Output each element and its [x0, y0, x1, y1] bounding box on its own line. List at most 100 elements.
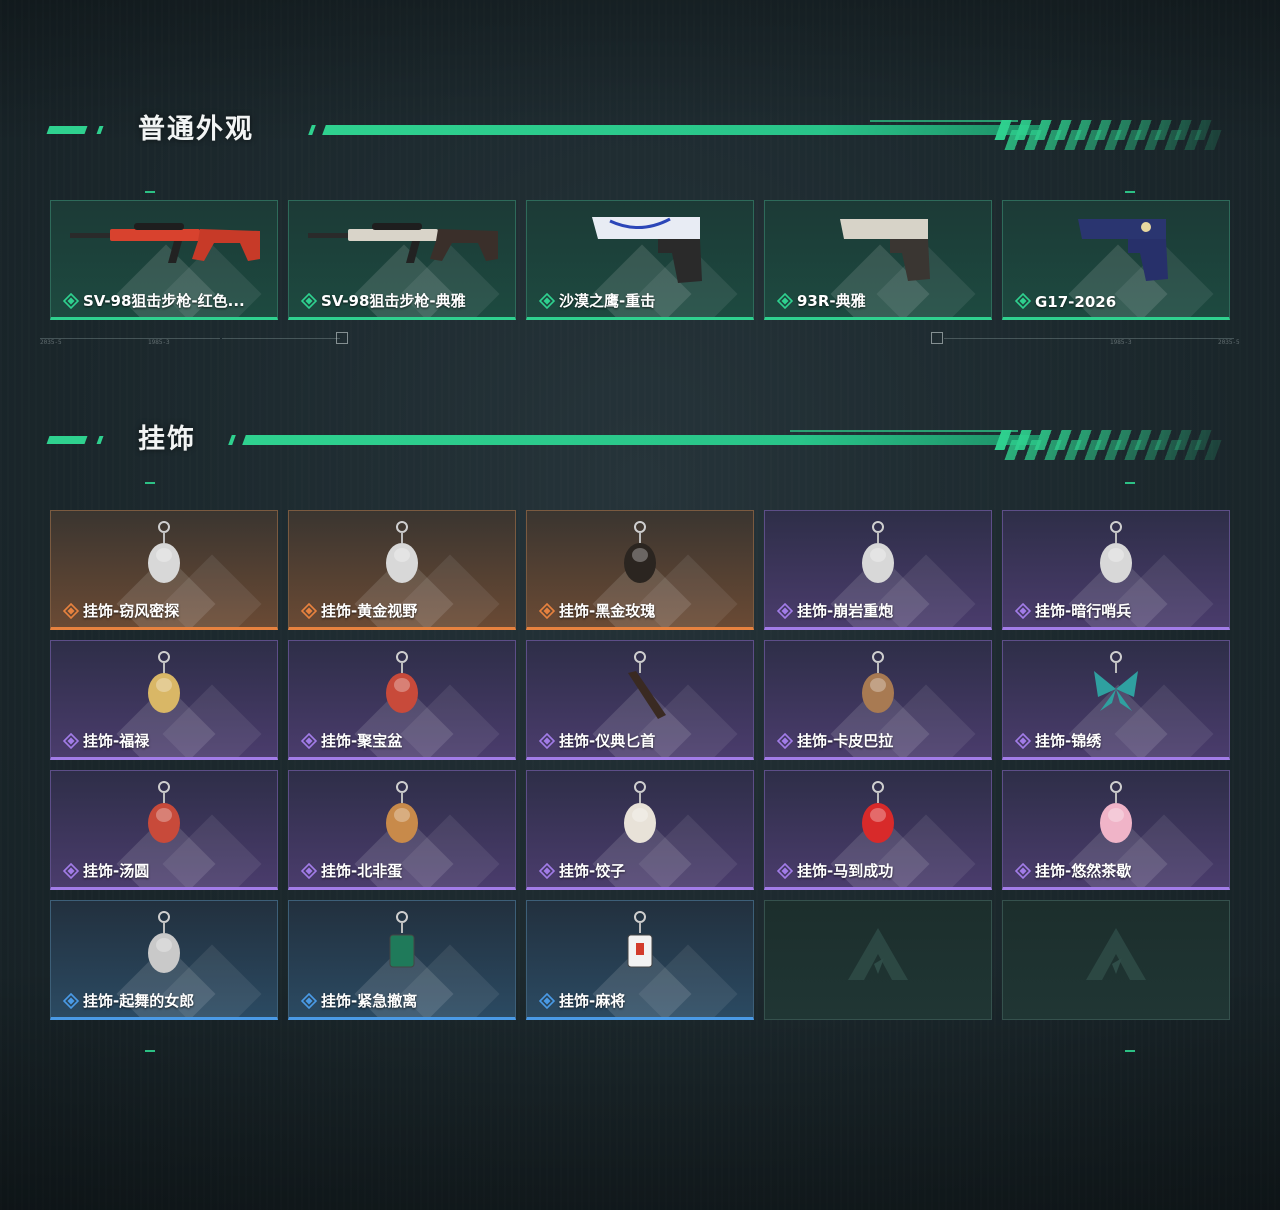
- item-card[interactable]: 挂饰-饺子: [526, 770, 754, 890]
- rarity-diamond-icon: [776, 602, 794, 620]
- item-card[interactable]: 挂饰-汤圆: [50, 770, 278, 890]
- hud-line: [40, 338, 220, 339]
- charm-gourd-icon: [64, 649, 264, 733]
- corner-mark: [145, 1050, 155, 1052]
- hud-square: [931, 332, 943, 344]
- item-name: 挂饰-聚宝盆: [321, 732, 403, 750]
- item-card[interactable]: 挂饰-聚宝盆: [288, 640, 516, 760]
- corner-mark: [1125, 1050, 1135, 1052]
- hud-text: 1985-3: [1110, 339, 1132, 346]
- item-card[interactable]: 挂饰-马到成功: [764, 770, 992, 890]
- item-card[interactable]: 挂饰-窃风密探: [50, 510, 278, 630]
- charm-figure-icon: [778, 519, 978, 603]
- item-card[interactable]: G17-2026: [1002, 200, 1230, 320]
- rarity-diamond-icon: [300, 862, 318, 880]
- header-decor-tick: [228, 435, 236, 445]
- item-name: 93R-典雅: [797, 292, 866, 310]
- item-name: 挂饰-福禄: [83, 732, 150, 750]
- item-name: 挂饰-马到成功: [797, 862, 894, 880]
- corner-mark: [145, 191, 155, 193]
- charm-capybara-icon: [778, 649, 978, 733]
- item-name: SV-98狙击步枪-红色...: [83, 292, 245, 310]
- rarity-diamond-icon: [300, 292, 318, 310]
- item-card[interactable]: 挂饰-卡皮巴拉: [764, 640, 992, 760]
- item-card[interactable]: 93R-典雅: [764, 200, 992, 320]
- header-decor-tick: [308, 125, 316, 135]
- hud-text: 2035-5: [1218, 339, 1240, 346]
- rarity-diamond-icon: [538, 602, 556, 620]
- item-card[interactable]: 挂饰-崩岩重炮: [764, 510, 992, 630]
- item-name: 挂饰-仪典匕首: [559, 732, 656, 750]
- charm-butterfly-icon: [1016, 649, 1216, 733]
- rarity-diamond-icon: [62, 292, 80, 310]
- charm-mahjong-icon: [540, 909, 740, 993]
- item-name: 挂饰-汤圆: [83, 862, 150, 880]
- hud-line: [944, 338, 1234, 339]
- section-title: 挂饰: [138, 424, 196, 455]
- rarity-diamond-icon: [1014, 732, 1032, 750]
- item-card[interactable]: 挂饰-暗行哨兵: [1002, 510, 1230, 630]
- charm-figure-icon: [302, 519, 502, 603]
- charm-bowl-icon: [302, 649, 502, 733]
- header-decor-line: [308, 120, 1222, 150]
- item-name: 挂饰-锦绣: [1035, 732, 1102, 750]
- rarity-diamond-icon: [776, 732, 794, 750]
- charm-horse-icon: [778, 779, 978, 863]
- game-logo-icon: [778, 918, 978, 1002]
- section-header-charms: 挂饰: [46, 420, 1222, 460]
- charm-bowl-icon: [64, 779, 264, 863]
- item-card[interactable]: 挂饰-麻将: [526, 900, 754, 1020]
- item-name: 挂饰-窃风密探: [83, 602, 180, 620]
- pistol-g17-icon: [1016, 209, 1216, 293]
- header-decor-bar: [322, 125, 1040, 135]
- sniper-rifle-white-icon: [302, 209, 502, 293]
- item-name: SV-98狙击步枪-典雅: [321, 292, 466, 310]
- charm-cupcake-icon: [1016, 779, 1216, 863]
- rarity-diamond-icon: [300, 732, 318, 750]
- header-accent-tick: [96, 436, 104, 444]
- rarity-diamond-icon: [776, 292, 794, 310]
- item-name: 挂饰-黑金玫瑰: [559, 602, 656, 620]
- rarity-diamond-icon: [62, 732, 80, 750]
- charm-rose-icon: [540, 519, 740, 603]
- item-card[interactable]: 挂饰-起舞的女郎: [50, 900, 278, 1020]
- item-name: 挂饰-暗行哨兵: [1035, 602, 1132, 620]
- rarity-diamond-icon: [62, 862, 80, 880]
- rarity-diamond-icon: [300, 602, 318, 620]
- header-accent-tick: [96, 126, 104, 134]
- empty-slot: [764, 900, 992, 1020]
- item-card[interactable]: 挂饰-仪典匕首: [526, 640, 754, 760]
- charm-figure-icon: [64, 519, 264, 603]
- item-card[interactable]: SV-98狙击步枪-典雅: [288, 200, 516, 320]
- rarity-diamond-icon: [300, 992, 318, 1010]
- corner-mark: [1125, 191, 1135, 193]
- item-card[interactable]: 挂饰-北非蛋: [288, 770, 516, 890]
- corner-mark: [1125, 482, 1135, 484]
- item-name: 挂饰-北非蛋: [321, 862, 403, 880]
- item-card[interactable]: 挂饰-黑金玫瑰: [526, 510, 754, 630]
- item-card[interactable]: 挂饰-紧急撤离: [288, 900, 516, 1020]
- charm-figure-icon: [1016, 519, 1216, 603]
- item-card[interactable]: 挂饰-悠然茶歇: [1002, 770, 1230, 890]
- item-name: 沙漠之鹰-重击: [559, 292, 656, 310]
- item-card[interactable]: 挂饰-锦绣: [1002, 640, 1230, 760]
- rarity-diamond-icon: [62, 602, 80, 620]
- rarity-diamond-icon: [538, 992, 556, 1010]
- item-card[interactable]: 沙漠之鹰-重击: [526, 200, 754, 320]
- item-card[interactable]: SV-98狙击步枪-红色...: [50, 200, 278, 320]
- item-name: 挂饰-悠然茶歇: [1035, 862, 1132, 880]
- hud-line: [222, 338, 340, 339]
- empty-slot: [1002, 900, 1230, 1020]
- header-decor-thin: [870, 120, 1018, 122]
- item-name: 挂饰-崩岩重炮: [797, 602, 894, 620]
- item-card[interactable]: 挂饰-福禄: [50, 640, 278, 760]
- hud-text: 1985-3: [148, 339, 170, 346]
- charm-plate-icon: [540, 779, 740, 863]
- header-accent-bar: [46, 436, 88, 444]
- skins-grid: SV-98狙击步枪-红色... SV-98狙击步枪-典雅 沙漠之鹰-重击 93R-典雅…: [50, 200, 1230, 320]
- rarity-diamond-icon: [1014, 862, 1032, 880]
- charm-pan-icon: [302, 779, 502, 863]
- item-card[interactable]: 挂饰-黄金视野: [288, 510, 516, 630]
- pistol-93r-icon: [778, 209, 978, 293]
- item-name: 挂饰-紧急撤离: [321, 992, 418, 1010]
